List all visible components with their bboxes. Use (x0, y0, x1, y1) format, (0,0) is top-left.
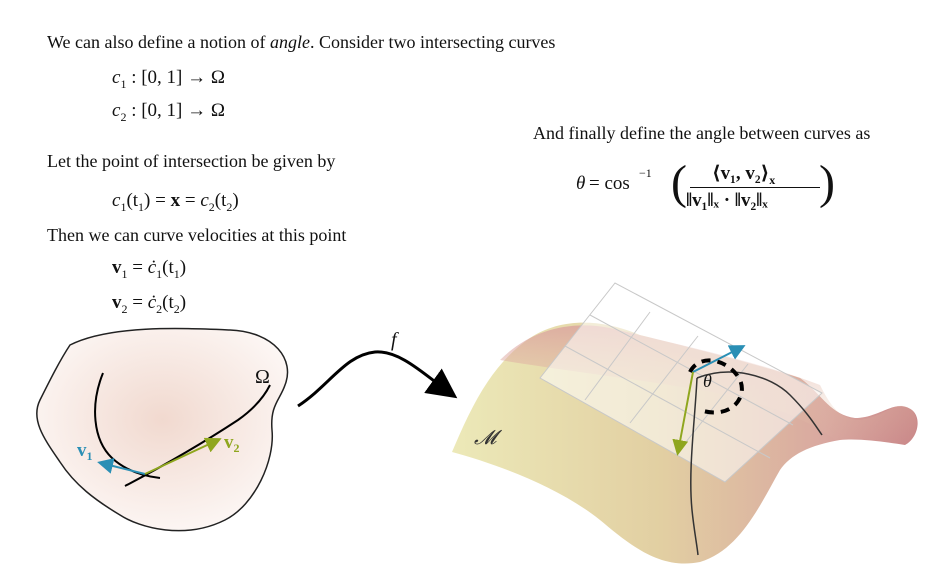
v2-label: v2 (224, 432, 240, 455)
curve-def-2: c2 : [0, 1] → Ω (112, 100, 225, 124)
curve-c1 (94, 372, 161, 479)
angle-numerator: ⟨v₁, v₂⟩x (712, 163, 776, 187)
angle-paragraph: And finally define the angle between cur… (533, 123, 871, 143)
angle-arc (688, 358, 744, 415)
angle-equation: θ = cos −1 ( ⟨v₁, v₂⟩x ‖v₁‖ₓ · ‖v₂‖ₓ ) (576, 156, 835, 212)
vector-v2 (144, 437, 222, 475)
map-arrow (297, 350, 458, 408)
intersection-paragraph: Let the point of intersection be given b… (47, 151, 336, 171)
omega-domain (36, 327, 289, 532)
manifold-curve-1 (690, 377, 699, 556)
manifold-v2 (672, 371, 694, 456)
intro-pre: We can also define a notion of (47, 32, 270, 52)
manifold-curve-2 (696, 371, 823, 436)
map-label: f (391, 329, 399, 351)
curve-def-1: c1 : [0, 1] → Ω (112, 67, 225, 91)
intro-emphasis: angle (269, 32, 310, 52)
tangent-plane (539, 282, 823, 483)
v1-label: v1 (77, 440, 93, 463)
manifold-v1 (692, 345, 746, 373)
vector-v1 (97, 458, 146, 475)
velocities-paragraph: Then we can curve velocities at this poi… (47, 225, 347, 245)
velocity-def-2: v2 = ċ2(t2) (112, 292, 187, 316)
velocity-def-1: v1 = ċ1(t1) (112, 257, 187, 281)
intro-post: . Consider two intersecting curves (309, 32, 556, 52)
intersection-equation: c1(t1) = x = c2(t2) (112, 190, 239, 214)
intro-paragraph: We can also define a notion of angle. Co… (47, 31, 555, 53)
theta-label: θ (703, 371, 712, 391)
angle-denominator: ‖v₁‖ₓ · ‖v₂‖ₓ (686, 190, 768, 211)
omega-label: Ω (255, 366, 270, 388)
